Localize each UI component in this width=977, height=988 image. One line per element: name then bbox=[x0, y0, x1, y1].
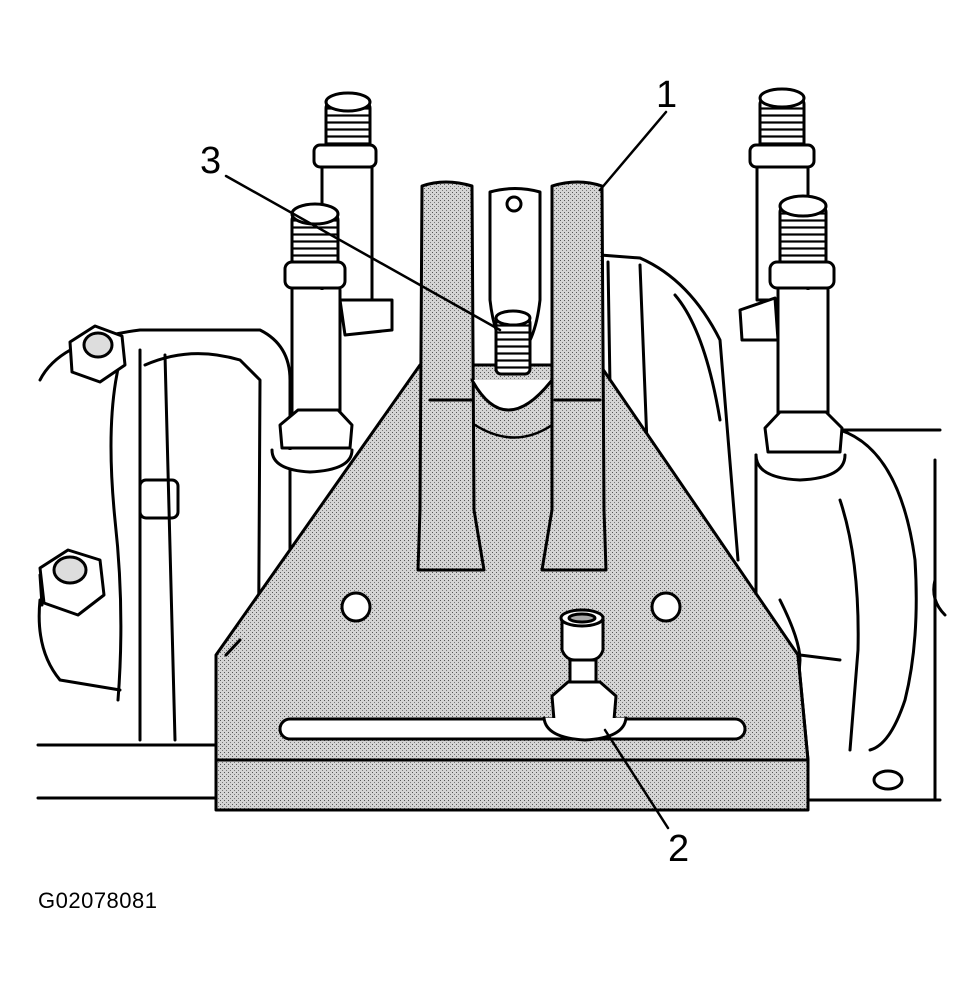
stud-left-rear bbox=[312, 91, 394, 337]
engine-block bbox=[36, 253, 947, 802]
stud-right-front bbox=[754, 194, 847, 642]
leader-line-2 bbox=[603, 728, 670, 830]
support-bracket-tool bbox=[214, 180, 810, 812]
hex-nut-left-lower bbox=[38, 548, 106, 617]
adjustment-bolt bbox=[542, 608, 628, 742]
leader-line-1 bbox=[598, 110, 668, 192]
callout-label-2: 2 bbox=[668, 828, 690, 870]
callout-label-1: 1 bbox=[656, 74, 678, 116]
centre-threaded-stud bbox=[494, 309, 532, 376]
leader-line-3 bbox=[224, 174, 502, 332]
callout-label-3: 3 bbox=[200, 140, 222, 182]
leader-lines bbox=[224, 110, 670, 830]
stud-right-rear bbox=[738, 87, 816, 342]
hex-nut-left-upper bbox=[68, 324, 127, 384]
stud-left-front bbox=[270, 202, 354, 474]
figure-identifier: G02078081 bbox=[38, 888, 158, 913]
